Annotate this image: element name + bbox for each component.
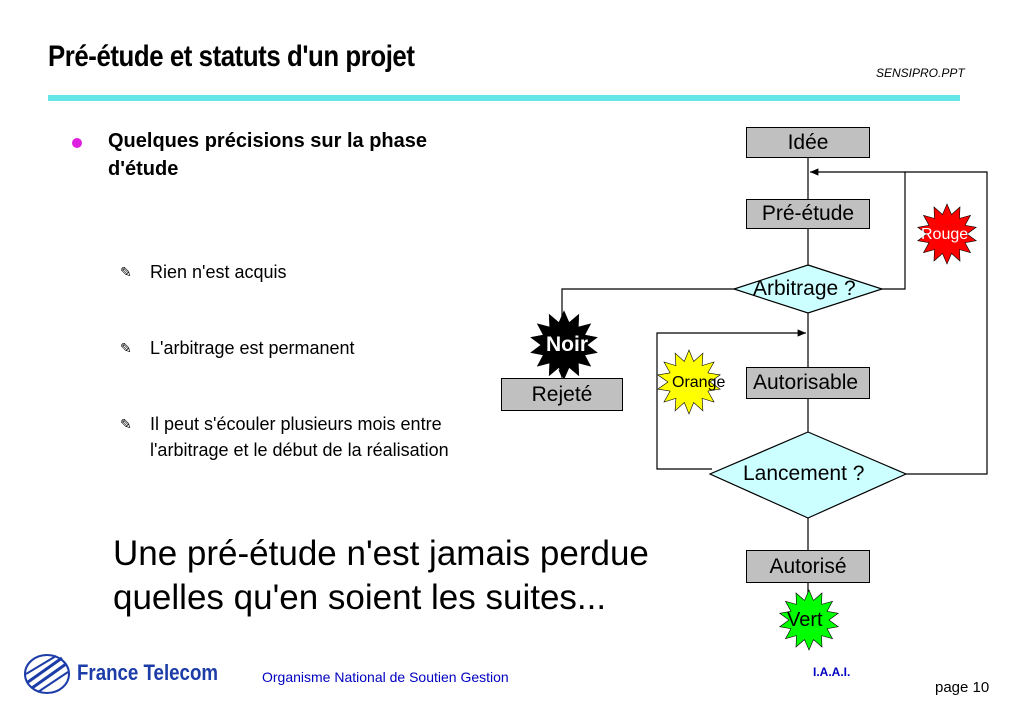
france-telecom-logo-text: France Telecom bbox=[77, 660, 219, 685]
arbitrage-diamond bbox=[732, 264, 884, 314]
rejete-box: Rejeté bbox=[501, 378, 623, 411]
main-bullet-text: Quelques précisions sur la phase d'étude bbox=[108, 130, 428, 180]
pencil-arrow-icon: ✎ bbox=[120, 264, 132, 280]
title-underline bbox=[48, 95, 960, 101]
france-telecom-globe-icon bbox=[24, 654, 70, 694]
autorisable-box: Autorisable bbox=[746, 367, 870, 399]
conclusion-text: Une pré-étude n'est jamais perdue quelle… bbox=[113, 532, 649, 620]
orange-star-icon bbox=[657, 349, 721, 415]
conclusion-line-1: Une pré-étude n'est jamais perdue bbox=[113, 534, 649, 573]
vert-star-icon bbox=[779, 589, 839, 651]
idee-box: Idée bbox=[746, 127, 870, 158]
footer-organisation: Organisme National de Soutien Gestion bbox=[262, 669, 509, 685]
pencil-arrow-icon: ✎ bbox=[120, 340, 132, 356]
vert-star-label: Vert bbox=[787, 609, 823, 631]
sub-bullet-text: L'arbitrage est permanent bbox=[150, 338, 355, 358]
footer-iaai: I.A.A.I. bbox=[813, 665, 851, 679]
bullet-dot-icon bbox=[72, 138, 82, 148]
file-name-tag: SENSIPRO.PPT bbox=[876, 66, 965, 80]
loop-lancement-to-top bbox=[902, 171, 988, 475]
loop-arbitrage-to-preetude bbox=[810, 168, 906, 290]
sub-bullet-text: Rien n'est acquis bbox=[150, 262, 287, 282]
autorise-box: Autorisé bbox=[746, 550, 870, 583]
conclusion-line-2: quelles qu'en soient les suites... bbox=[113, 578, 607, 617]
pre-etude-box: Pré-étude bbox=[746, 199, 870, 229]
page-title: Pré-étude et statuts d'un projet bbox=[48, 40, 415, 73]
lancement-diamond bbox=[708, 431, 908, 519]
rouge-star-icon bbox=[917, 203, 977, 265]
lancement-label: Lancement ? bbox=[743, 462, 865, 485]
orange-star-label: Orange bbox=[672, 374, 726, 391]
page-number: page 10 bbox=[935, 679, 990, 696]
sub-bullet-text: Il peut s'écouler plusieurs mois entre l… bbox=[150, 414, 449, 460]
noir-star-label: Noir bbox=[546, 333, 588, 356]
arbitrage-label: Arbitrage ? bbox=[753, 277, 856, 300]
rouge-star-label: Rouge bbox=[921, 226, 969, 243]
loop-lancement-to-arbitrage bbox=[656, 329, 806, 470]
pencil-arrow-icon: ✎ bbox=[120, 416, 132, 432]
